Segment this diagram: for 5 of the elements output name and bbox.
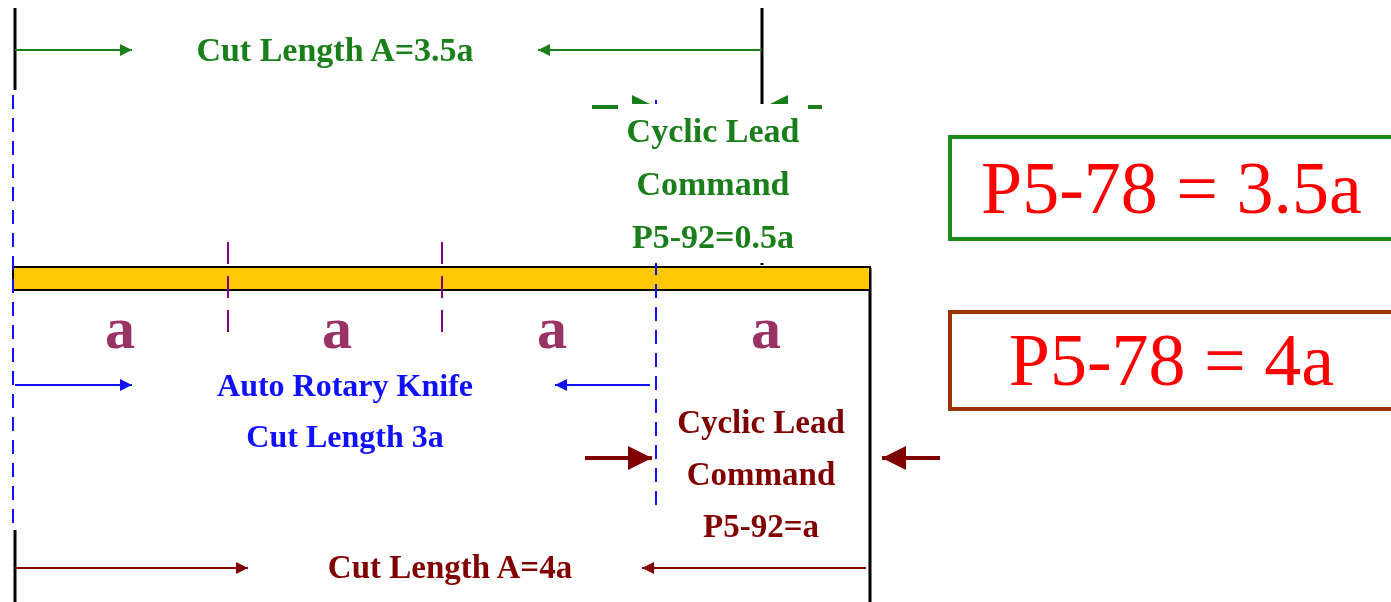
parameter-box (948, 135, 1391, 241)
parameter-box (948, 310, 1391, 411)
dimension-label: Cyclic Lead Command P5-92=0.5a (618, 104, 808, 264)
parameter-value: P5-78 = 3.5a (981, 145, 1362, 231)
parameter-value: P5-78 = 4a (1008, 318, 1335, 403)
